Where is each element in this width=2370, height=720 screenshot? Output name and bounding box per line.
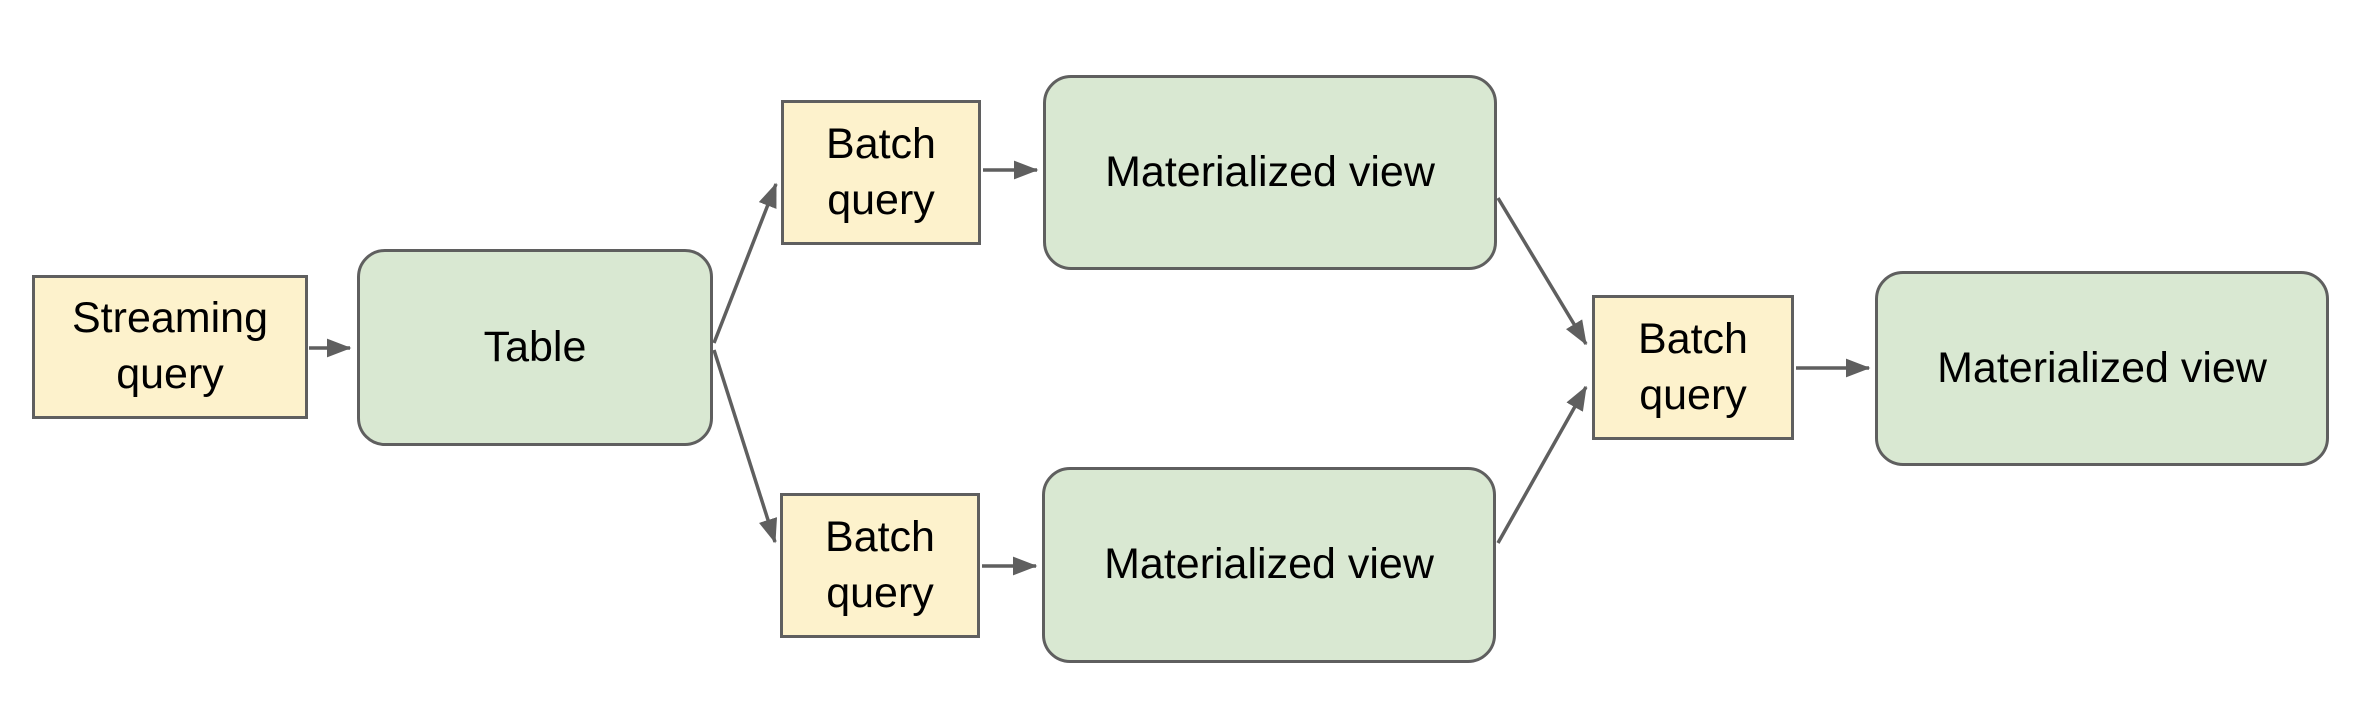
node-streaming-query: Streaming query xyxy=(32,275,308,419)
node-materialized-view-right: Materialized view xyxy=(1875,271,2329,466)
node-table: Table xyxy=(357,249,713,446)
node-materialized-view-top-label: Materialized view xyxy=(1105,147,1435,196)
node-batch-query-top-label: Batch query xyxy=(826,119,936,224)
node-materialized-view-bottom: Materialized view xyxy=(1042,467,1496,663)
edge-table-to-batch-query-top xyxy=(712,182,778,344)
node-materialized-view-bottom-label: Materialized view xyxy=(1104,540,1434,589)
node-materialized-view-top: Materialized view xyxy=(1043,75,1497,270)
node-table-label: Table xyxy=(483,322,587,371)
node-batch-query-bottom: Batch query xyxy=(780,493,980,638)
node-batch-query-top: Batch query xyxy=(781,100,981,245)
edge-materialized-view-top-to-batch-query-right xyxy=(1496,197,1588,346)
node-materialized-view-right-label: Materialized view xyxy=(1937,343,2267,392)
node-streaming-query-label: Streaming query xyxy=(72,294,268,398)
edge-table-to-batch-query-bottom xyxy=(712,349,778,544)
node-batch-query-right-label: Batch query xyxy=(1638,314,1748,419)
node-batch-query-bottom-label: Batch query xyxy=(825,512,935,617)
node-batch-query-right: Batch query xyxy=(1592,295,1794,440)
edge-materialized-view-bottom-to-batch-query-right xyxy=(1496,385,1588,544)
